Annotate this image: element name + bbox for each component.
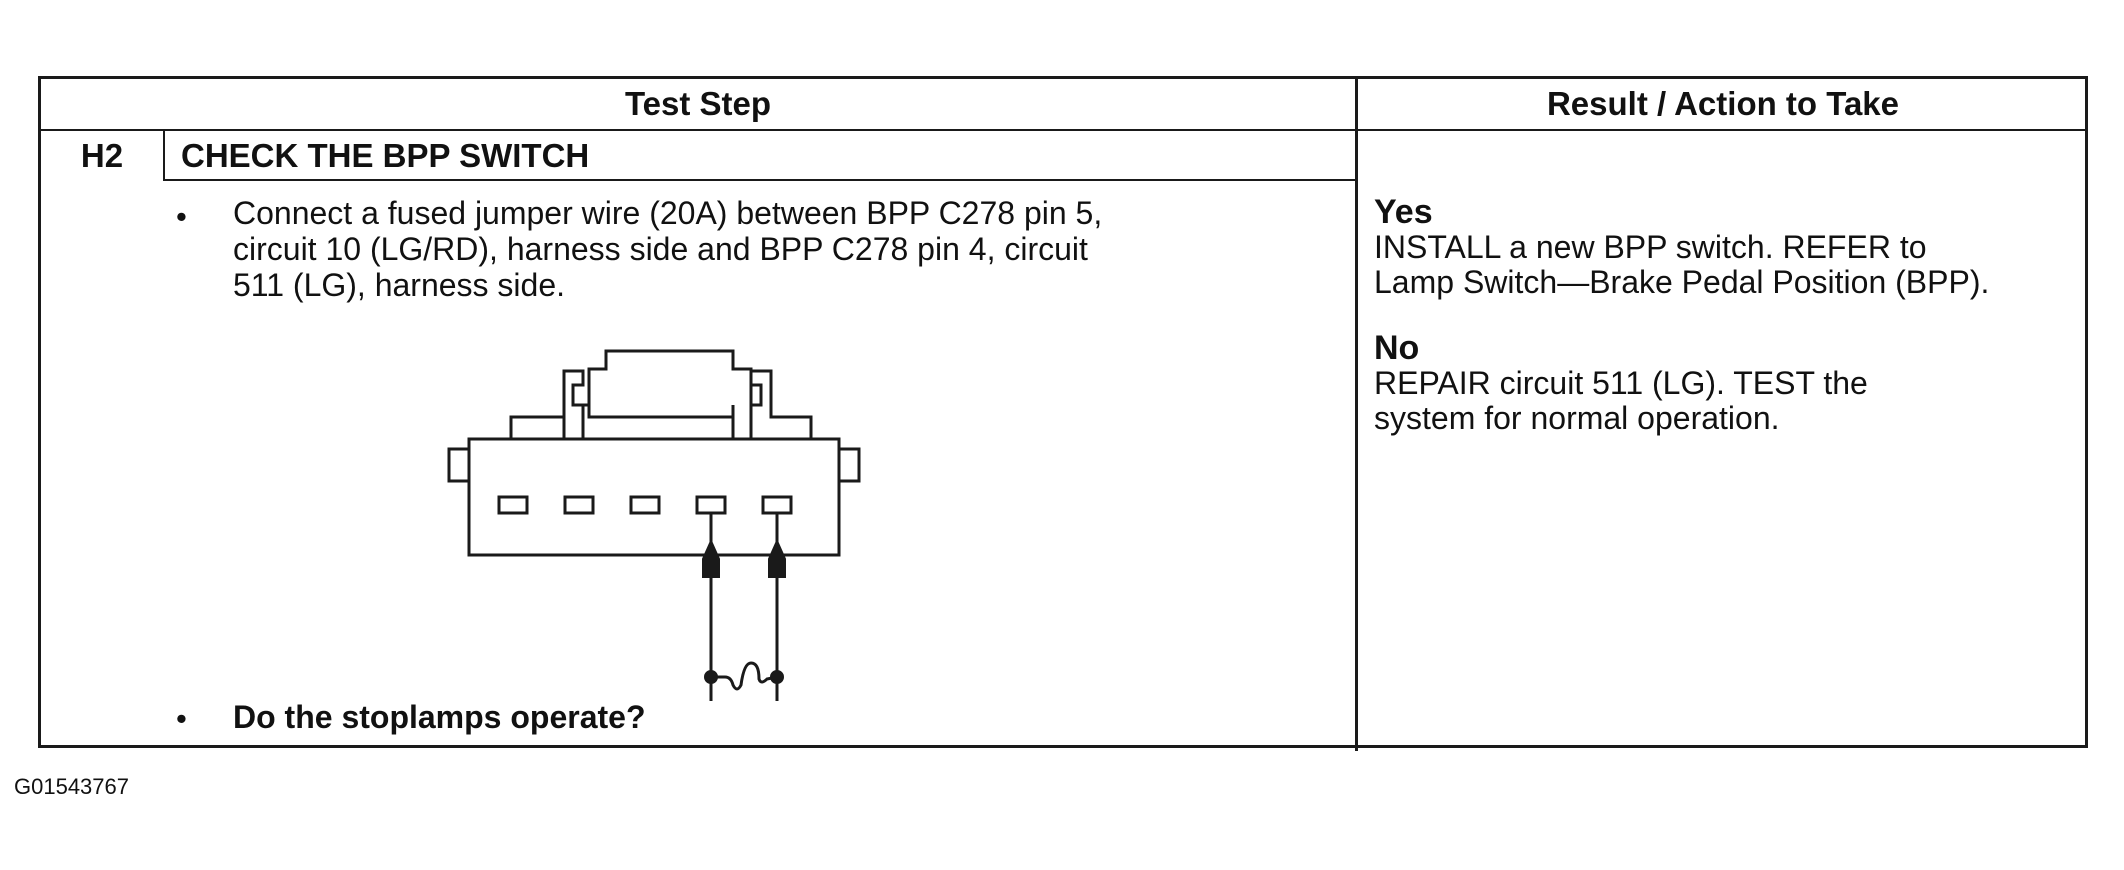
- connector-with-fused-jumper-icon: [447, 349, 861, 701]
- step-title-underline: [163, 179, 1355, 181]
- probe-tip-pin-5: [768, 538, 786, 578]
- instruction-text: Connect a fused jumper wire (20A) betwee…: [233, 195, 1103, 303]
- step-id-divider: [163, 129, 165, 180]
- step-id: H2: [80, 137, 124, 174]
- header-divider: [41, 129, 2088, 131]
- pin-cavity-4: [695, 495, 727, 515]
- column-divider: [1355, 79, 1358, 751]
- pin-cavity-5: [761, 495, 793, 515]
- question-text: Do the stoplamps operate?: [233, 699, 646, 735]
- header-test-step: Test Step: [624, 85, 772, 122]
- connector-left-tab: [447, 447, 471, 483]
- fused-jumper-wire: [711, 661, 778, 691]
- result-yes-action: INSTALL a new BPP switch. REFER to Lamp …: [1374, 229, 1990, 300]
- result-yes-label: Yes: [1374, 193, 1433, 231]
- connector-right-tab: [837, 447, 861, 483]
- pin-cavity-3: [629, 495, 661, 515]
- question-bullet: •: [176, 701, 187, 736]
- figure-id: G01543767: [14, 774, 129, 799]
- connector-latch: [509, 349, 813, 439]
- connector-housing: [467, 437, 841, 557]
- result-no-action: REPAIR circuit 511 (LG). TEST the system…: [1374, 365, 1868, 436]
- step-title: CHECK THE BPP SWITCH: [181, 137, 590, 174]
- header-result-action: Result / Action to Take: [1546, 85, 1900, 122]
- test-step-table: Test Step Result / Action to Take H2 CHE…: [38, 76, 2088, 751]
- pin-cavity-2: [563, 495, 595, 515]
- probe-tip-pin-4: [702, 538, 720, 578]
- pin-cavity-1: [497, 495, 529, 515]
- result-no-label: No: [1374, 329, 1420, 367]
- instruction-bullet: •: [176, 199, 187, 234]
